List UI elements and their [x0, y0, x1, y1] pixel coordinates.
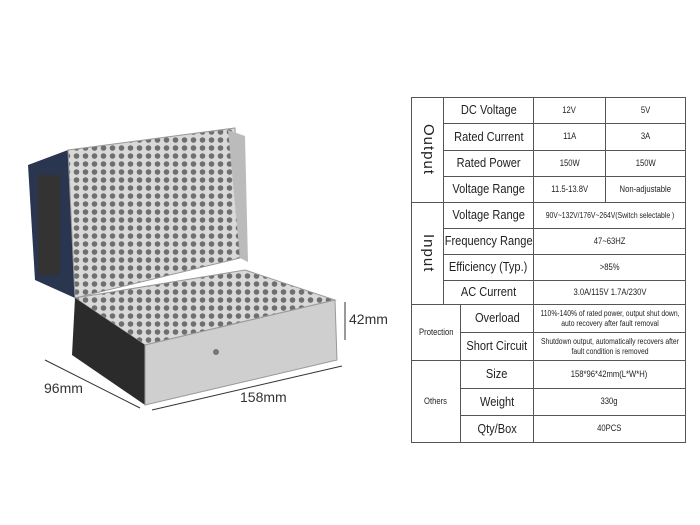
spec-value-5v-cell: 150W — [605, 150, 686, 177]
spec-value-5v: 3A — [640, 131, 651, 142]
spec-label: Frequency Range — [444, 233, 533, 249]
spec-label: DC Voltage — [460, 102, 517, 118]
spec-value-cell: Shutdown output, automatically recovers … — [533, 332, 686, 361]
spec-label: AC Current — [460, 284, 517, 300]
spec-value-12v-cell: 11A — [533, 123, 606, 151]
length-dimension: 158mm — [240, 389, 287, 405]
group-others-cell: Others — [411, 360, 461, 443]
height-dimension: 42mm — [349, 311, 388, 327]
spec-value: 90V~132V/176V~264V(Switch selectable ) — [545, 210, 674, 220]
spec-value-5v: 150W — [635, 157, 656, 168]
spec-value: 330g — [600, 396, 619, 407]
spec-label: Qty/Box — [477, 420, 517, 436]
spec-label-cell: Rated Power — [443, 150, 534, 177]
spec-value-cell: >85% — [533, 254, 686, 281]
spec-label: Size — [486, 366, 508, 382]
spec-label-cell: Voltage Range — [443, 176, 534, 203]
spec-label: Voltage Range — [452, 181, 525, 197]
spec-value-cell: 47~63HZ — [533, 228, 686, 255]
spec-value: 47~63HZ — [593, 235, 626, 246]
group-protection: Protection — [418, 326, 454, 337]
spec-value: 158*96*42mm(L*W*H) — [571, 368, 648, 379]
spec-value: >85% — [599, 261, 620, 272]
spec-value: 40PCS — [597, 423, 622, 434]
spec-label: Rated Current — [453, 128, 524, 144]
spec-value-12v: 150W — [559, 157, 580, 168]
group-output: Output — [419, 124, 437, 176]
spec-label-cell: Rated Current — [443, 123, 534, 151]
group-others: Others — [424, 395, 448, 406]
width-dimension: 96mm — [44, 380, 83, 396]
spec-value-12v: 11.5-13.8V — [551, 183, 588, 194]
spec-value: Shutdown output, automatically recovers … — [540, 337, 679, 356]
spec-label: Overload — [474, 310, 520, 326]
spec-label: Voltage Range — [452, 207, 525, 223]
spec-value-12v: 11A — [562, 131, 577, 142]
group-protection-cell: Protection — [411, 304, 461, 361]
spec-label-cell: Weight — [460, 388, 534, 416]
spec-label-cell: Size — [460, 360, 534, 389]
spec-value-5v: Non-adjustable — [619, 183, 672, 194]
group-input-cell: Input — [411, 202, 444, 305]
spec-label-cell: AC Current — [443, 280, 534, 305]
spec-label-cell: Qty/Box — [460, 415, 534, 443]
group-input: Input — [419, 234, 437, 273]
spec-value-cell: 3.0A/115V 1.7A/230V — [533, 280, 686, 305]
spec-value-5v: 5V — [640, 104, 651, 115]
spec-value-cell: 110%-140% of rated power, output shut do… — [533, 304, 686, 333]
spec-value-cell: 90V~132V/176V~264V(Switch selectable ) — [533, 202, 686, 229]
spec-label-cell: Frequency Range — [443, 228, 534, 255]
spec-value-12v-cell: 12V — [533, 97, 606, 124]
spec-value-12v: 12V — [562, 104, 577, 115]
spec-value-5v-cell: Non-adjustable — [605, 176, 686, 203]
spec-value-5v-cell: 3A — [605, 123, 686, 151]
power-supply-product-image — [28, 127, 346, 411]
group-output-cell: Output — [411, 97, 444, 203]
spec-label-cell: DC Voltage — [443, 97, 534, 124]
spec-label-cell: Short Circuit — [460, 332, 534, 361]
spec-value-12v-cell: 150W — [533, 150, 606, 177]
spec-value-cell: 158*96*42mm(L*W*H) — [533, 360, 686, 389]
power-supply-upright — [28, 127, 248, 299]
spec-label: Efficiency (Typ.) — [449, 259, 528, 275]
spec-label: Weight — [479, 393, 515, 409]
spec-label-cell: Voltage Range — [443, 202, 534, 229]
spec-label-cell: Overload — [460, 304, 534, 333]
spec-value-cell: 40PCS — [533, 415, 686, 443]
spec-label: Short Circuit — [466, 338, 528, 354]
spec-value: 3.0A/115V 1.7A/230V — [572, 286, 647, 297]
spec-label-cell: Efficiency (Typ.) — [443, 254, 534, 281]
spec-value: 110%-140% of rated power, output shut do… — [539, 309, 679, 328]
spec-value-5v-cell: 5V — [605, 97, 686, 124]
spec-value-cell: 330g — [533, 388, 686, 416]
power-supply-flat — [72, 269, 338, 406]
spec-value-12v-cell: 11.5-13.8V — [533, 176, 606, 203]
spec-label: Rated Power — [456, 155, 521, 171]
